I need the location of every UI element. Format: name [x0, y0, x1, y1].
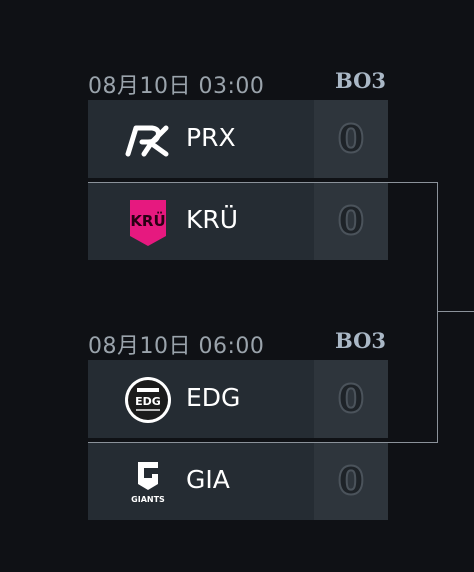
- prx-logo-icon: [122, 114, 174, 166]
- match-header: 08月10日 03:00 BO3: [88, 64, 388, 100]
- team-row-prx[interactable]: PRX 0: [88, 100, 388, 178]
- kru-logo-text: KRÜ: [130, 211, 165, 230]
- match-header: 08月10日 06:00 BO3: [88, 324, 388, 360]
- team-cell[interactable]: PRX: [88, 100, 314, 178]
- team-score: 0: [337, 458, 365, 504]
- edg-logo-text: EDG: [135, 395, 161, 408]
- team-cell[interactable]: GIANTS GIA: [88, 442, 314, 520]
- score-cell: 0: [314, 360, 388, 438]
- bracket-line-bottom: [88, 442, 438, 443]
- giants-logo-icon: GIANTS: [122, 456, 174, 508]
- team-row-edg[interactable]: EDG EDG 0: [88, 360, 388, 438]
- team-row-gia[interactable]: GIANTS GIA 0: [88, 442, 388, 520]
- edg-logo-icon: EDG: [122, 374, 174, 426]
- team-name: KRÜ: [186, 205, 239, 234]
- bracket-line-out: [437, 311, 474, 312]
- team-score: 0: [337, 116, 365, 162]
- team-name: EDG: [186, 383, 241, 412]
- score-cell: 0: [314, 100, 388, 178]
- team-score: 0: [337, 376, 365, 422]
- match-format: BO3: [334, 328, 386, 353]
- score-cell: 0: [314, 442, 388, 520]
- match-time: 08月10日 03:00: [88, 74, 265, 99]
- team-score: 0: [337, 198, 365, 244]
- giants-logo-text: GIANTS: [131, 495, 165, 504]
- match-card-1[interactable]: 08月10日 03:00 BO3 PRX 0 KRÜ: [88, 64, 388, 264]
- match-card-2[interactable]: 08月10日 06:00 BO3 EDG EDG 0: [88, 324, 388, 524]
- kru-logo-icon: KRÜ: [122, 196, 174, 248]
- team-cell[interactable]: EDG EDG: [88, 360, 314, 438]
- team-row-kru[interactable]: KRÜ KRÜ 0: [88, 182, 388, 260]
- score-cell: 0: [314, 182, 388, 260]
- match-time: 08月10日 06:00: [88, 334, 265, 359]
- team-name: GIA: [186, 465, 230, 494]
- team-cell[interactable]: KRÜ KRÜ: [88, 182, 314, 260]
- bracket-line-top: [88, 182, 438, 183]
- match-format: BO3: [334, 68, 386, 93]
- bracket-line-vertical: [437, 182, 438, 443]
- team-name: PRX: [186, 123, 236, 152]
